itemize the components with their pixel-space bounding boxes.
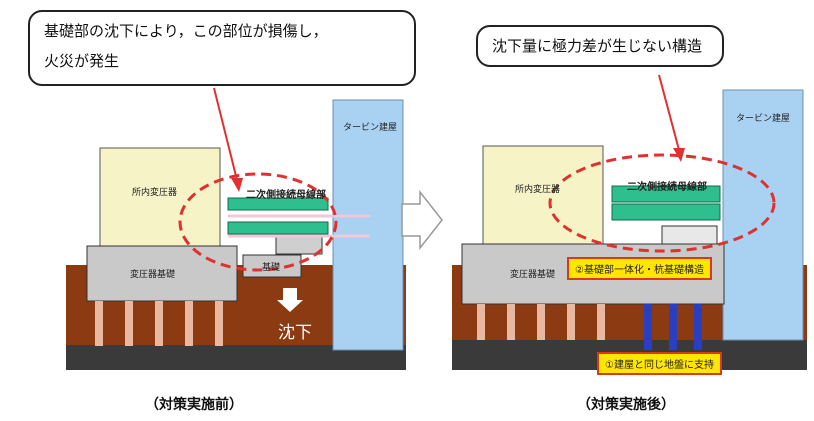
building-label: タービン建屋: [736, 114, 791, 124]
new-pile: [694, 304, 702, 350]
pile: [567, 304, 575, 340]
bus-duct: [611, 185, 721, 203]
panel-after: 沈下量に極力差が生じない構造 タービン建屋 所内変圧器 二次側接続母線部 変圧器…: [407, 0, 814, 421]
focus-ellipse: [548, 153, 776, 253]
building-label: タービン建屋: [343, 123, 398, 133]
pointer-arrowhead: [231, 178, 243, 192]
damage-callout-line1: 基礎部の沈下により，この部位が損傷し，: [44, 22, 328, 40]
new-pile: [644, 304, 652, 350]
damage-callout: 基礎部の沈下により，この部位が損傷し， 火災が発生: [28, 10, 416, 86]
before-diagram: [66, 87, 406, 370]
before-caption: （対策実施前）: [145, 397, 243, 413]
transformer: [482, 145, 604, 247]
foundation-label: 変圧器基礎: [510, 270, 556, 280]
pile: [95, 301, 103, 346]
small-foundation: [242, 254, 302, 278]
bus-support: [661, 225, 718, 245]
pile: [507, 304, 515, 340]
bus-duct: [227, 197, 329, 211]
transition-arrow: [401, 190, 443, 250]
pointer-line: [658, 74, 680, 151]
damage-ellipse: [178, 172, 338, 272]
transformer: [99, 147, 221, 249]
subsidence-label: 沈下: [278, 323, 312, 343]
pile: [477, 304, 485, 340]
pile: [597, 304, 605, 340]
pile: [125, 301, 133, 346]
pile: [155, 301, 163, 346]
bus-duct: [227, 221, 329, 235]
turbine-building: [332, 99, 404, 351]
after-caption: （対策実施後）: [577, 397, 675, 413]
panel-before: 基礎部の沈下により，この部位が損傷し， 火災が発生 タービン建屋 所内変圧器 二…: [28, 10, 416, 413]
transformer-label: 所内変圧器: [132, 188, 178, 198]
bus-label: 二次側接続母線部: [627, 182, 707, 193]
new-pile: [669, 304, 677, 350]
foundation-label: 変圧器基礎: [130, 270, 176, 280]
pile: [537, 304, 545, 340]
damage-callout-line2: 火災が発生: [44, 52, 120, 70]
bus-duct: [611, 203, 721, 221]
pointer-line: [213, 87, 238, 181]
turbine-building: [722, 89, 804, 341]
transformer-label: 所内変圧器: [515, 185, 561, 195]
foundation-note: ②基礎部一体化・杭基礎構造: [567, 257, 712, 280]
bus-support: [275, 235, 323, 255]
bus-label: 二次側接続母線部: [246, 190, 326, 201]
small-foundation-label: 基礎: [262, 263, 281, 273]
pile: [185, 301, 193, 346]
subsidence-arrow: [277, 288, 303, 312]
ground-note: ①建屋と同じ地盤に支持: [597, 352, 722, 375]
pile: [215, 301, 223, 346]
design-callout: 沈下量に極力差が生じない構造: [476, 25, 724, 67]
transformer-foundation: [86, 245, 238, 302]
